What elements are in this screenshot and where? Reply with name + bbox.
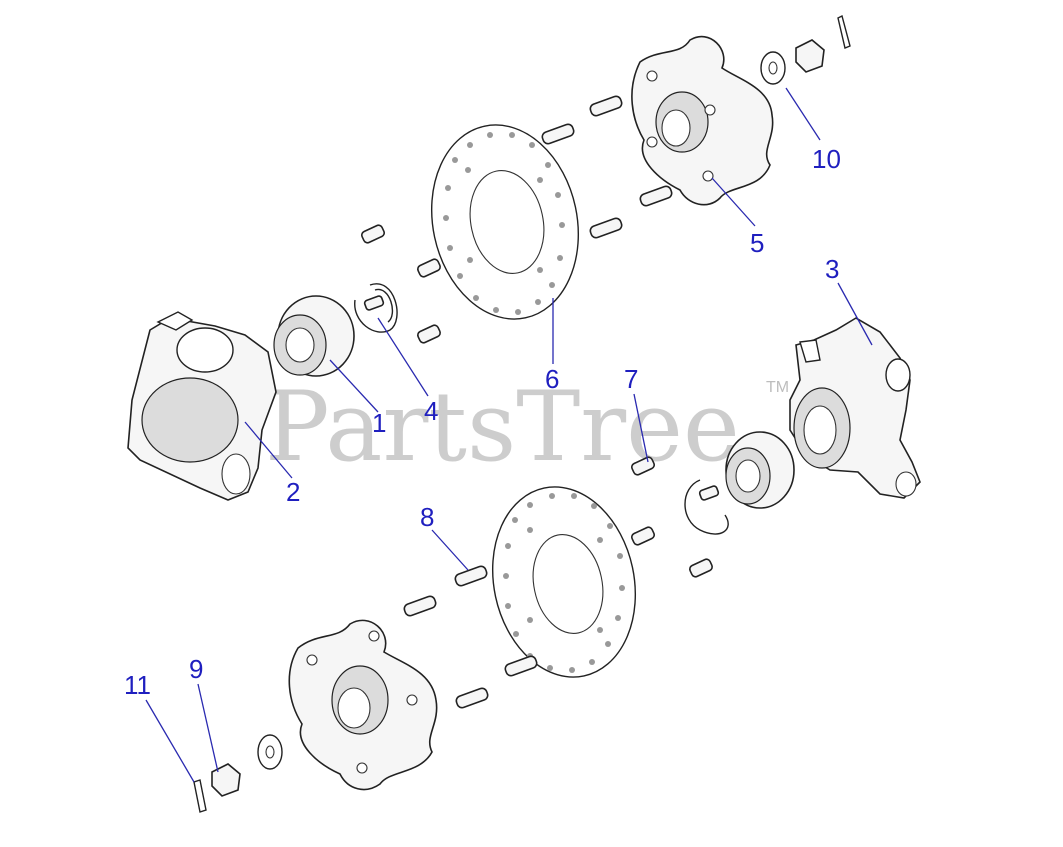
snap-ring-lower[interactable]	[684, 479, 729, 535]
stud-upper-2[interactable]	[589, 95, 623, 117]
part-5-hub-upper[interactable]	[631, 35, 774, 206]
part-7-bolt[interactable]	[630, 456, 655, 476]
stud-lower-3[interactable]	[504, 655, 538, 677]
watermark-trademark: TM	[766, 379, 789, 396]
callout-6[interactable]: 6	[545, 364, 559, 394]
part-11-cotter-pin[interactable]	[193, 779, 207, 813]
stud-lower-4[interactable]	[455, 687, 489, 709]
part-10-washer-upper[interactable]	[760, 51, 786, 85]
bolt-upper-2[interactable]	[416, 258, 441, 278]
bolt-lower-3[interactable]	[688, 558, 713, 578]
bolt-lower-2[interactable]	[630, 526, 655, 546]
part-3-knuckle[interactable]	[789, 317, 921, 499]
callout-5[interactable]: 5	[750, 228, 764, 258]
leader-lines	[145, 87, 873, 783]
part-1-bearing[interactable]	[273, 295, 355, 377]
callout-3[interactable]: 3	[825, 254, 839, 284]
part-9-castle-nut[interactable]	[211, 763, 241, 797]
callout-10[interactable]: 10	[812, 144, 841, 174]
callout-2[interactable]: 2	[286, 477, 300, 507]
callout-9[interactable]: 9	[189, 654, 203, 684]
stud-upper-4[interactable]	[589, 217, 623, 239]
callout-8[interactable]: 8	[420, 502, 434, 532]
part-6-brake-rotor-lower[interactable]	[476, 474, 653, 691]
bolt-upper-3[interactable]	[416, 324, 441, 344]
nut-upper[interactable]	[795, 39, 825, 73]
callout-7[interactable]: 7	[624, 364, 638, 394]
callout-1[interactable]: 1	[372, 408, 386, 438]
watermark-text: PartsTree	[265, 371, 740, 483]
stud-upper-3[interactable]	[639, 185, 673, 207]
part-8-stud[interactable]	[454, 565, 488, 587]
part-2-housing[interactable]	[127, 311, 277, 501]
cotter-pin-upper[interactable]	[837, 14, 851, 49]
callout-11[interactable]: 11	[124, 670, 151, 700]
part-5-hub-lower[interactable]	[288, 619, 438, 791]
stud-upper-1[interactable]	[541, 123, 575, 145]
part-6-brake-rotor-upper[interactable]	[414, 111, 596, 333]
washer-lower[interactable]	[257, 734, 283, 770]
part-4-snap-ring[interactable]	[354, 283, 398, 333]
stud-lower-2[interactable]	[403, 595, 437, 617]
bolt-upper-1[interactable]	[360, 224, 385, 244]
callout-4[interactable]: 4	[424, 396, 438, 426]
bearing-lower-right[interactable]	[725, 431, 795, 509]
